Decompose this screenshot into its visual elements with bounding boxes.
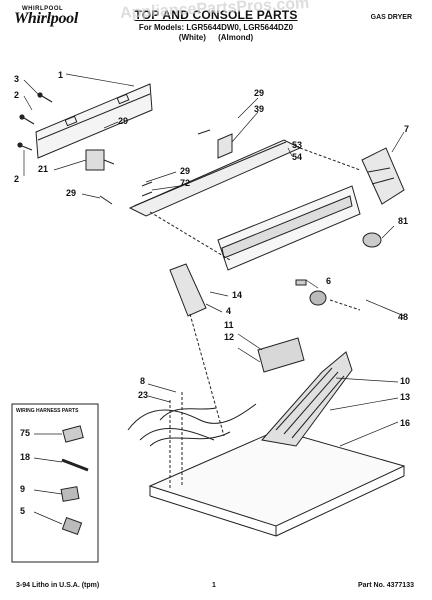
lint-housing [261,351,353,447]
callout-1: 1 [58,70,64,80]
brand-logo: Whirlpool [14,10,78,27]
color-variants: (White) (Almond) [178,33,254,42]
knob [362,232,382,248]
bracket [217,133,233,159]
callout-54: 54 [292,152,303,162]
callout-53: 53 [292,140,303,150]
callout-29: 29 [180,166,191,176]
timer-knob [309,290,327,306]
callout-9: 9 [20,484,26,494]
callout-29: 29 [118,116,129,126]
callout-29: 29 [66,188,77,198]
lint-filter [257,337,305,373]
callout-48: 48 [398,312,409,322]
callout-29: 29 [254,88,265,98]
callout-39: 39 [254,104,265,114]
callout-21: 21 [38,164,49,174]
left-end-cap [169,263,207,317]
callout-8: 8 [140,376,146,386]
callout-18: 18 [20,452,31,462]
callout-10: 10 [400,376,411,386]
screw [17,92,53,151]
callout-5: 5 [20,506,26,516]
callout-13: 13 [400,392,411,402]
callout-72: 72 [180,178,191,188]
part-number: Part No. 4377133 [357,582,414,589]
model-numbers: For Models: LGR5644DW0, LGR5644DZ0 [138,23,294,32]
callout-3: 3 [14,74,20,84]
end-cap [361,147,405,205]
callout-16: 16 [400,418,411,428]
console-rear-bar [128,139,302,217]
callout-7: 7 [404,124,410,134]
brand-small-label: WHIRLPOOL [22,6,64,12]
switch-component [85,149,105,171]
panel-slot [64,115,78,127]
callout-2: 2 [14,174,20,184]
wiring-parts-box [11,403,99,563]
callout-2: 2 [14,90,20,100]
callout-11: 11 [224,320,234,330]
callout-75: 75 [20,428,31,438]
page-number: 1 [212,582,216,589]
footer-litho: 3-94 Litho in U.S.A. (tpm) [16,582,100,589]
page-title: TOP AND CONSOLE PARTS [134,8,298,22]
panel-slot [116,93,130,105]
wiring-box-title: WIRING HARNESS PARTS [16,408,79,414]
callout-23: 23 [138,390,149,400]
callout-6: 6 [326,276,332,286]
callout-14: 14 [232,290,243,300]
callout-4: 4 [226,306,232,316]
appliance-type: GAS DRYER [370,14,412,21]
dryer-top [148,429,406,527]
wiring-harness [127,403,257,447]
rear-panel [35,83,153,159]
callout-81: 81 [398,216,409,226]
callout-12: 12 [224,332,235,342]
